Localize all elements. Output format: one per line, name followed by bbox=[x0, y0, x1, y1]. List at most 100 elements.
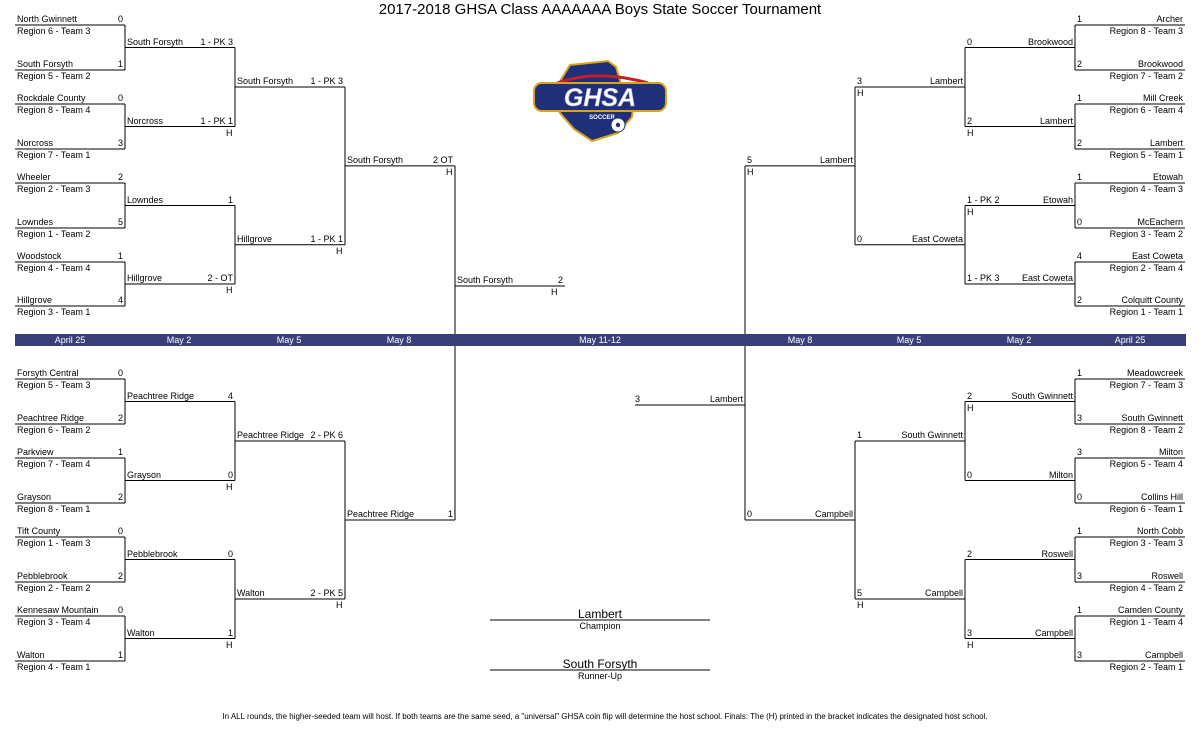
host-marker: H bbox=[857, 600, 864, 610]
team-name: North Gwinnett bbox=[17, 14, 78, 24]
team-score: 2 bbox=[117, 172, 123, 182]
team-score: 0 bbox=[227, 548, 233, 559]
team-seed: Region 3 - Team 1 bbox=[17, 307, 91, 317]
team-seed: Region 3 - Team 4 bbox=[17, 617, 91, 627]
team-score: 2 bbox=[967, 390, 973, 401]
team-score: 1 bbox=[117, 447, 123, 457]
team-name: Walton bbox=[127, 627, 155, 638]
logo-text: GHSA bbox=[564, 84, 636, 112]
team-name: Lambert bbox=[1149, 138, 1183, 148]
team-score: 1 bbox=[1077, 605, 1083, 615]
team-score: 1 bbox=[117, 59, 123, 69]
host-marker: H bbox=[857, 88, 864, 98]
team-score: 0 bbox=[117, 14, 123, 24]
team-name: Pebblebrook bbox=[17, 571, 68, 581]
team-score: 3 bbox=[857, 76, 863, 86]
team-seed: Region 7 - Team 3 bbox=[1109, 380, 1183, 390]
host-marker: H bbox=[226, 285, 233, 295]
team-score: 1 - PK 1 bbox=[310, 233, 343, 244]
team-name: South Gwinnett bbox=[1121, 413, 1183, 423]
team-name: Grayson bbox=[127, 469, 162, 480]
host-marker: H bbox=[967, 639, 974, 650]
team-seed: Region 8 - Team 4 bbox=[17, 105, 91, 115]
team-seed: Region 7 - Team 4 bbox=[17, 459, 91, 469]
team-name: Collins Hill bbox=[1140, 492, 1183, 502]
team-name: Camden County bbox=[1117, 605, 1183, 615]
final-score-left: 2 bbox=[557, 275, 563, 285]
team-name: Campbell bbox=[1034, 627, 1073, 638]
team-name: Peachtree Ridge bbox=[17, 413, 85, 423]
team-name: Lowndes bbox=[127, 194, 164, 205]
team-score: 1 bbox=[1077, 14, 1083, 24]
team-name: East Coweta bbox=[911, 233, 963, 244]
date-right-3: May 5 bbox=[896, 335, 922, 345]
champion-name: Lambert bbox=[577, 607, 623, 621]
runner-up-name: South Forsyth bbox=[562, 657, 638, 671]
team-seed: Region 5 - Team 1 bbox=[1109, 150, 1183, 160]
host-marker: H bbox=[551, 287, 558, 297]
date-right-1: April 25 bbox=[1114, 335, 1146, 345]
date-right-4: May 8 bbox=[787, 335, 813, 345]
team-name: Tift County bbox=[17, 526, 61, 536]
team-score: 1 - PK 2 bbox=[967, 194, 1000, 205]
team-name: Woodstock bbox=[17, 251, 62, 261]
team-score: 2 bbox=[1077, 59, 1083, 69]
team-seed: Region 8 - Team 3 bbox=[1109, 26, 1183, 36]
team-score: 2 bbox=[117, 571, 123, 581]
team-score: 0 bbox=[1077, 217, 1083, 227]
team-name: Roswell bbox=[1151, 571, 1183, 581]
team-score: 2 bbox=[117, 492, 123, 502]
team-score: 1 bbox=[857, 430, 863, 440]
team-seed: Region 7 - Team 2 bbox=[1109, 71, 1183, 81]
team-seed: Region 6 - Team 4 bbox=[1109, 105, 1183, 115]
final-score-right: 3 bbox=[635, 394, 641, 404]
team-seed: Region 8 - Team 1 bbox=[17, 504, 91, 514]
final-team-right: Lambert bbox=[709, 394, 743, 404]
team-score: 3 bbox=[1077, 447, 1083, 457]
team-name: Wheeler bbox=[17, 172, 51, 182]
team-score: 3 bbox=[117, 138, 123, 148]
host-marker: H bbox=[226, 481, 233, 492]
final-team-left: South Forsyth bbox=[457, 275, 514, 285]
team-name: South Gwinnett bbox=[1011, 390, 1073, 401]
team-name: Milton bbox=[1048, 469, 1073, 480]
team-score: 0 bbox=[117, 526, 123, 536]
team-name: East Coweta bbox=[1021, 273, 1073, 283]
team-name: Walton bbox=[17, 650, 45, 660]
team-score: 3 bbox=[1077, 413, 1083, 423]
team-score: 1 - PK 1 bbox=[200, 115, 233, 126]
team-score: 0 bbox=[747, 509, 753, 519]
team-name: South Forsyth bbox=[127, 36, 184, 47]
round-date-bar: April 25 May 2 May 5 May 8 May 11-12 May… bbox=[15, 334, 1186, 346]
date-right-2: May 2 bbox=[1006, 335, 1032, 345]
team-score: 0 bbox=[1077, 492, 1083, 502]
team-name: Archer bbox=[1156, 14, 1183, 24]
team-name: South Gwinnett bbox=[901, 430, 963, 440]
team-name: McEachern bbox=[1137, 217, 1183, 227]
date-left-3: May 5 bbox=[276, 335, 302, 345]
team-score: 1 - PK 3 bbox=[967, 273, 1000, 283]
team-score: 2 - PK 6 bbox=[310, 430, 343, 440]
team-seed: Region 2 - Team 3 bbox=[17, 184, 91, 194]
team-seed: Region 7 - Team 1 bbox=[17, 150, 91, 160]
team-score: 1 bbox=[227, 194, 233, 205]
team-seed: Region 1 - Team 3 bbox=[17, 538, 91, 548]
team-score: 2 - OT bbox=[207, 273, 233, 283]
runner-up-caption: Runner-Up bbox=[577, 671, 623, 681]
date-left-4: May 8 bbox=[386, 335, 412, 345]
team-score: 0 bbox=[117, 605, 123, 615]
team-score: 2 bbox=[967, 548, 973, 559]
team-seed: Region 2 - Team 1 bbox=[1109, 662, 1183, 672]
team-name: Hillgrove bbox=[17, 295, 53, 305]
team-score: 4 bbox=[227, 390, 233, 401]
team-name: Campbell bbox=[814, 509, 853, 519]
team-seed: Region 4 - Team 2 bbox=[1109, 583, 1183, 593]
team-score: 2 bbox=[117, 413, 123, 423]
team-seed: Region 6 - Team 2 bbox=[17, 425, 91, 435]
team-name: East Coweta bbox=[1131, 251, 1183, 261]
team-name: Lambert bbox=[819, 154, 853, 165]
team-score: 2 OT bbox=[432, 154, 453, 165]
team-name: Mill Creek bbox=[1142, 93, 1183, 103]
team-name: Etowah bbox=[1152, 172, 1183, 182]
host-marker: H bbox=[226, 127, 233, 138]
